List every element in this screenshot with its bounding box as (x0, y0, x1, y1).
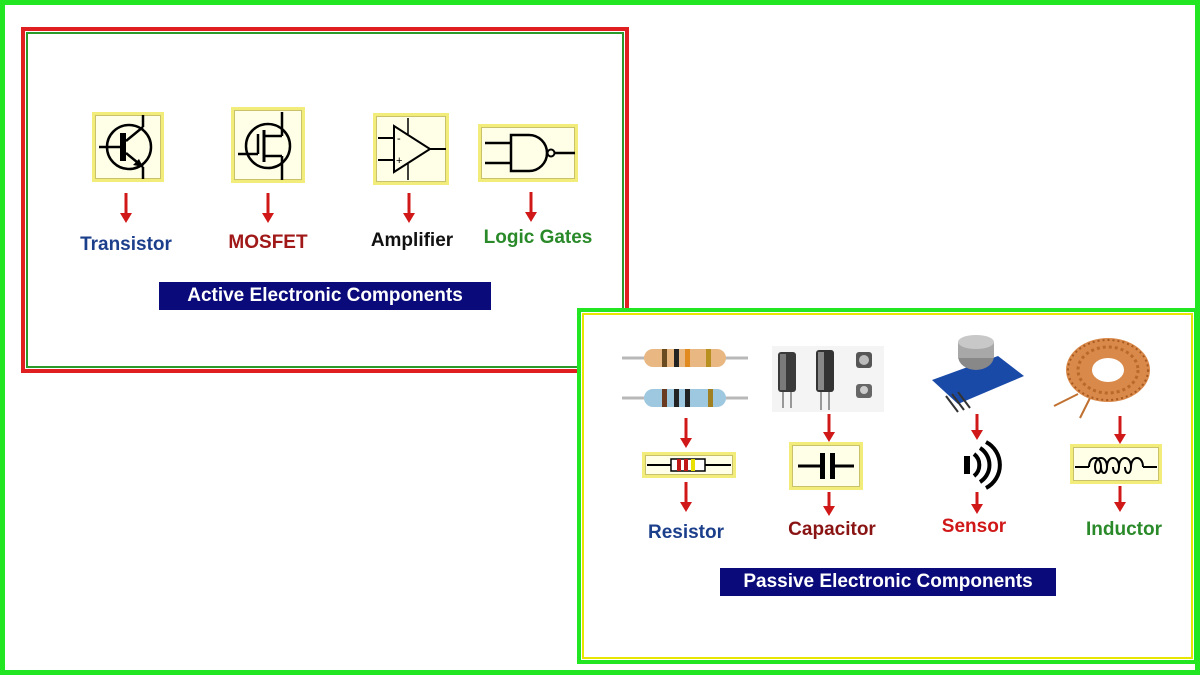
arrow-down-icon (680, 418, 692, 448)
arrow-down-icon (823, 492, 835, 516)
passive-components-banner: Passive Electronic Components (720, 568, 1056, 596)
wireless-sensor-symbol-icon (964, 440, 1002, 490)
capacitor-label: Capacitor (788, 519, 876, 540)
arrow-down-icon (1114, 486, 1126, 512)
arrow-down-icon (1114, 416, 1126, 444)
sensor-label: Sensor (941, 516, 1007, 537)
arrow-down-icon (262, 193, 274, 223)
inductor-symbol-icon (1070, 444, 1162, 484)
inductor-photo-icon (1053, 338, 1150, 419)
active-components-panel (21, 27, 629, 373)
resistor-label: Resistor (647, 522, 725, 543)
svg-text:+: + (396, 155, 402, 167)
arrow-down-icon (120, 193, 132, 223)
arrow-down-icon (823, 414, 835, 442)
resistor-symbol-icon (642, 452, 736, 478)
mosfet-label: MOSFET (228, 232, 308, 253)
arrow-down-icon (525, 192, 537, 222)
amplifier-label: Amplifier (370, 230, 454, 251)
logic-gate-symbol-icon (478, 124, 578, 182)
inductor-label: Inductor (1086, 519, 1162, 540)
transistor-symbol-icon (92, 112, 164, 182)
amplifier-symbol-icon: - + (373, 113, 449, 185)
logic-gates-label: Logic Gates (483, 227, 593, 248)
arrow-down-icon (403, 193, 415, 223)
capacitor-photo-icon (772, 346, 884, 412)
arrow-down-icon (971, 492, 983, 514)
arrow-down-icon (680, 482, 692, 512)
sensor-module-photo-icon (932, 335, 1024, 413)
svg-text:-: - (397, 133, 401, 145)
arrow-down-icon (971, 414, 983, 440)
capacitor-symbol-icon (789, 442, 863, 490)
resistor-photo-icon (622, 349, 748, 407)
transistor-label: Transistor (80, 234, 172, 255)
active-components-banner: Active Electronic Components (159, 282, 491, 310)
mosfet-symbol-icon (231, 107, 305, 183)
